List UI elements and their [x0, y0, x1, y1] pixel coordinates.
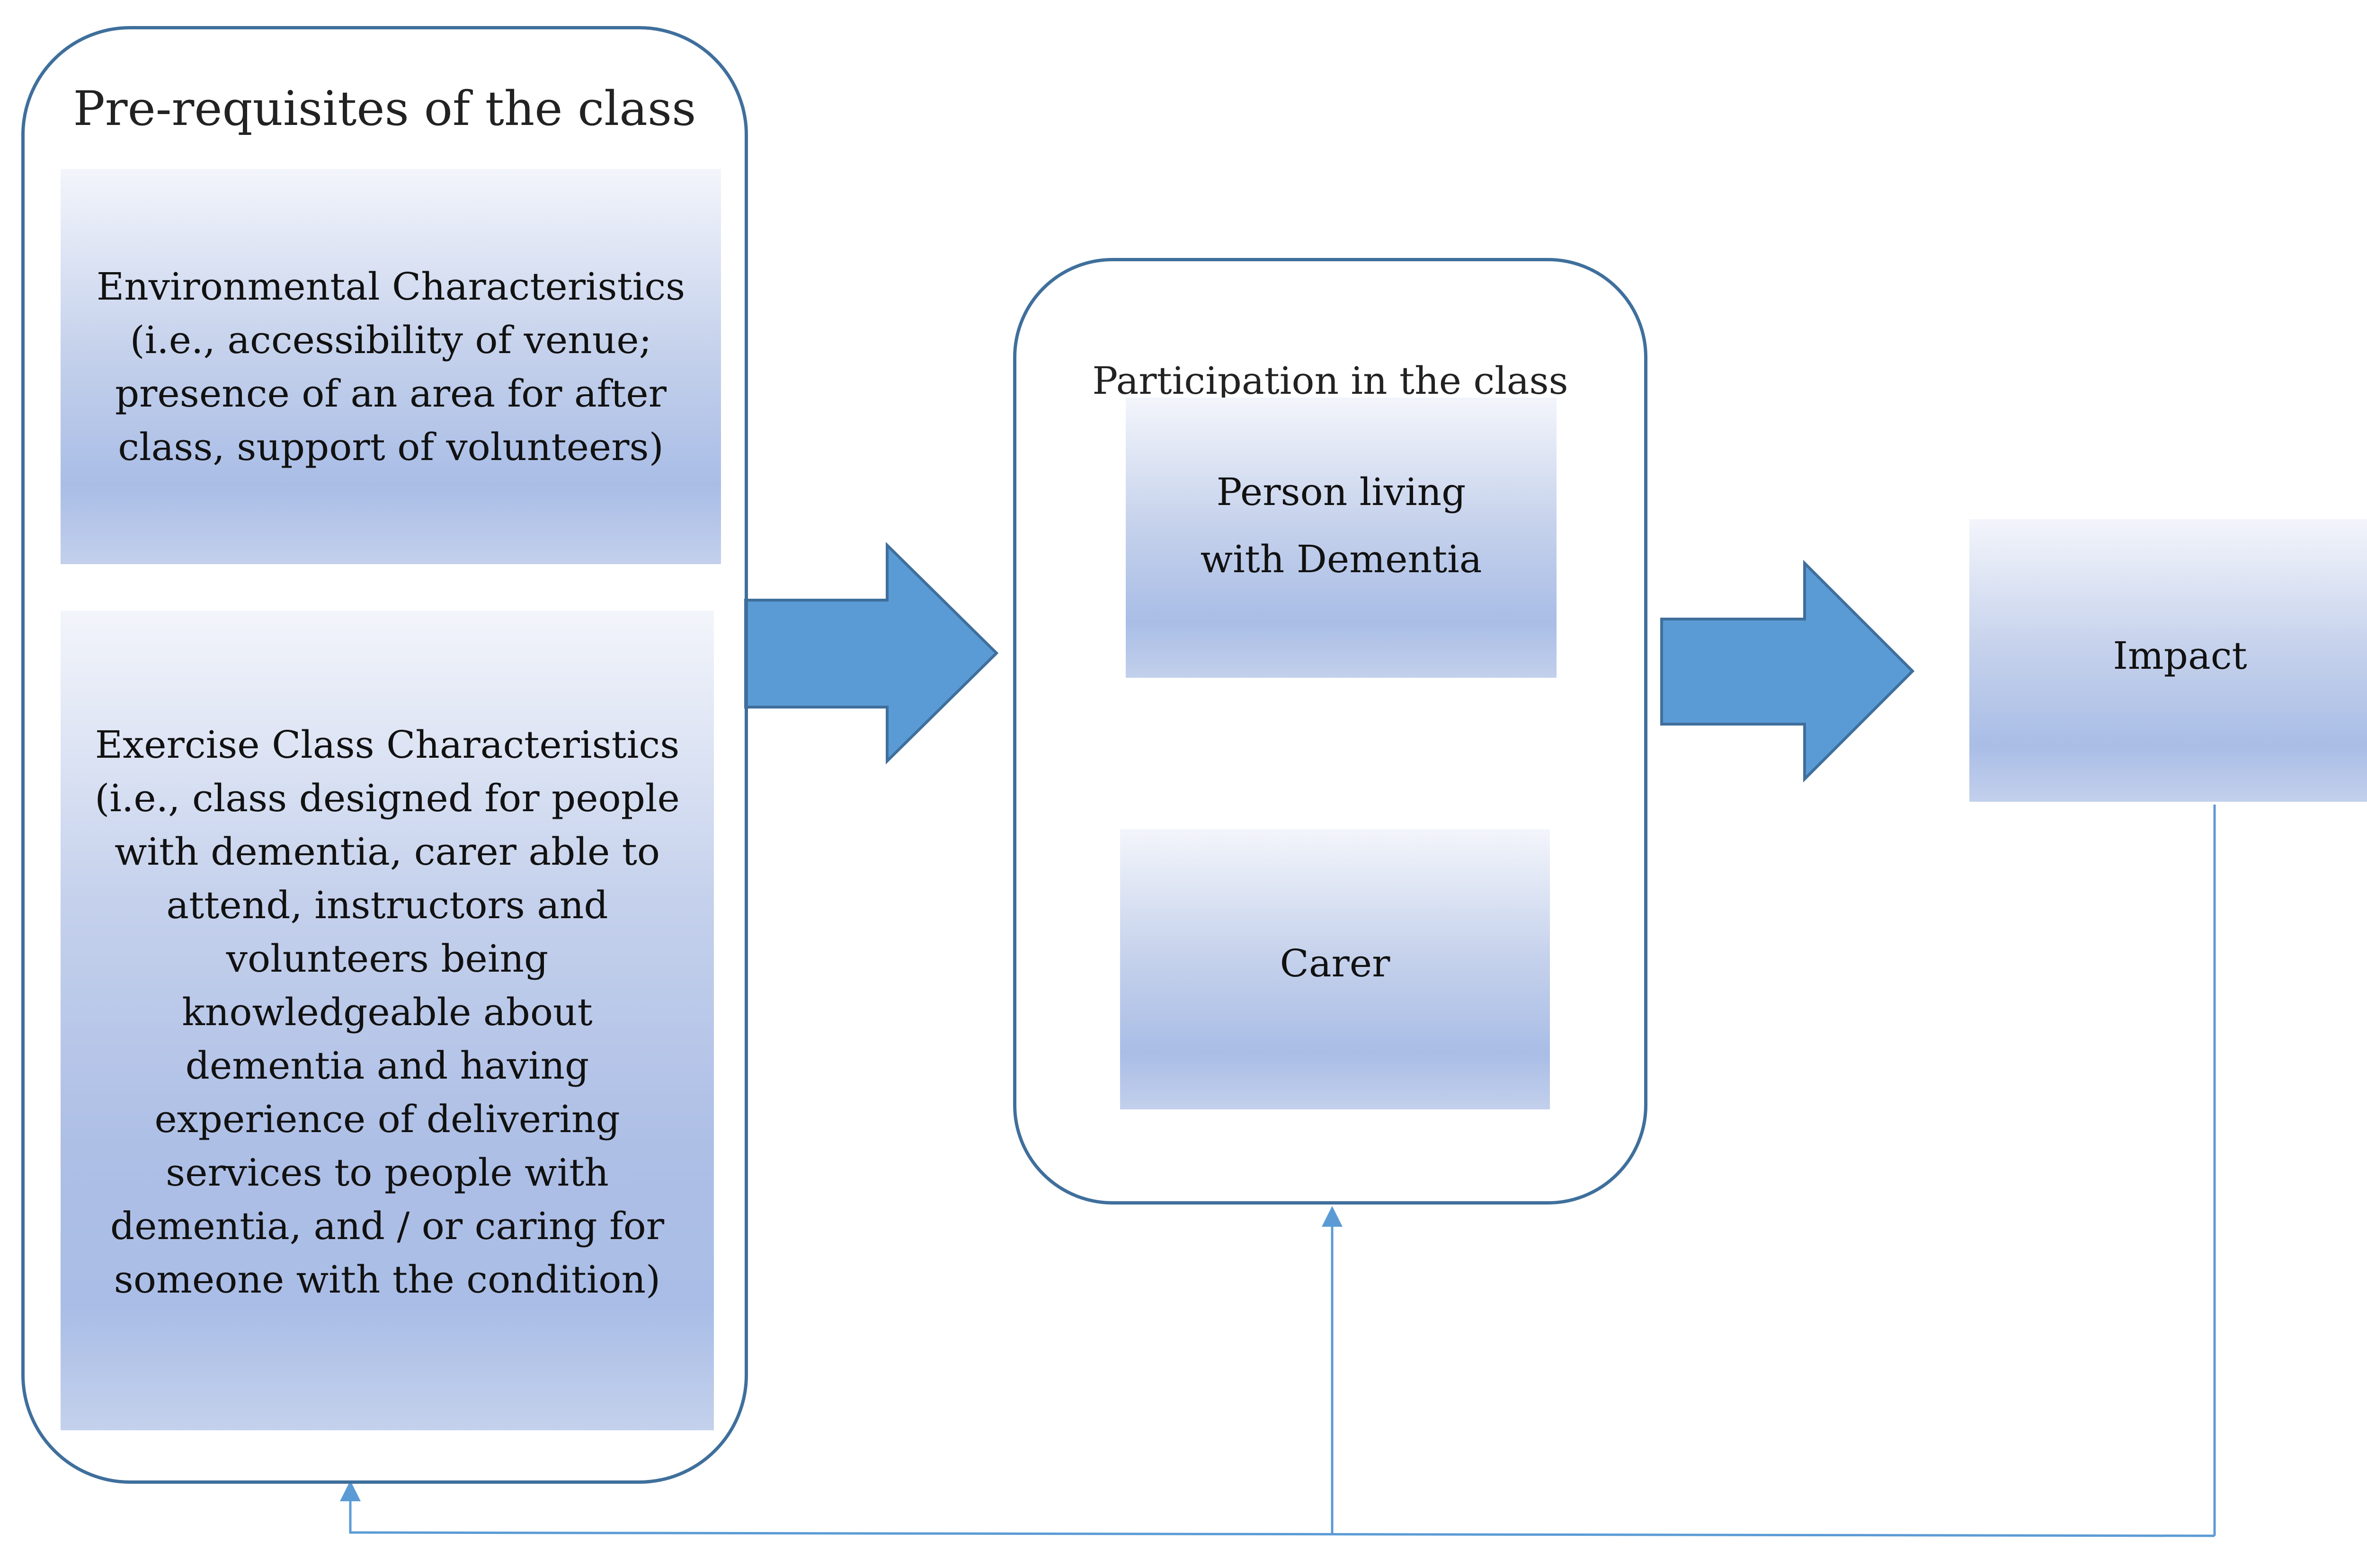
arrow-participation-to-impact	[1660, 559, 1915, 783]
feedback-arrowhead-participation	[1322, 1206, 1343, 1227]
prerequisites-frame	[21, 26, 748, 1484]
exercise-class-characteristics-text: Exercise Class Characteristics (i.e., cl…	[95, 723, 680, 1302]
person-living-with-dementia-box: Person living with Dementia	[1126, 398, 1557, 678]
participation-frame	[1013, 258, 1647, 1205]
arrow-prerequisites-to-participation	[744, 541, 999, 765]
carer-box: Carer	[1120, 829, 1550, 1109]
impact-box: Impact	[1969, 519, 2367, 802]
feedback-arrowhead-prerequisites	[340, 1480, 361, 1501]
prerequisites-title: Pre-requisites of the class	[73, 81, 696, 136]
person-living-with-dementia-text: Person living with Dementia	[1200, 470, 1482, 581]
exercise-class-characteristics-box: Exercise Class Characteristics (i.e., cl…	[61, 611, 714, 1430]
impact-text: Impact	[2113, 634, 2247, 678]
participation-title: Participation in the class	[1092, 359, 1568, 403]
carer-text: Carer	[1280, 941, 1390, 985]
environmental-characteristics-text: Environmental Characteristics (i.e., acc…	[96, 264, 685, 469]
feedback-bottom-line	[349, 1491, 2215, 1537]
environmental-characteristics-box: Environmental Characteristics (i.e., acc…	[61, 169, 721, 564]
